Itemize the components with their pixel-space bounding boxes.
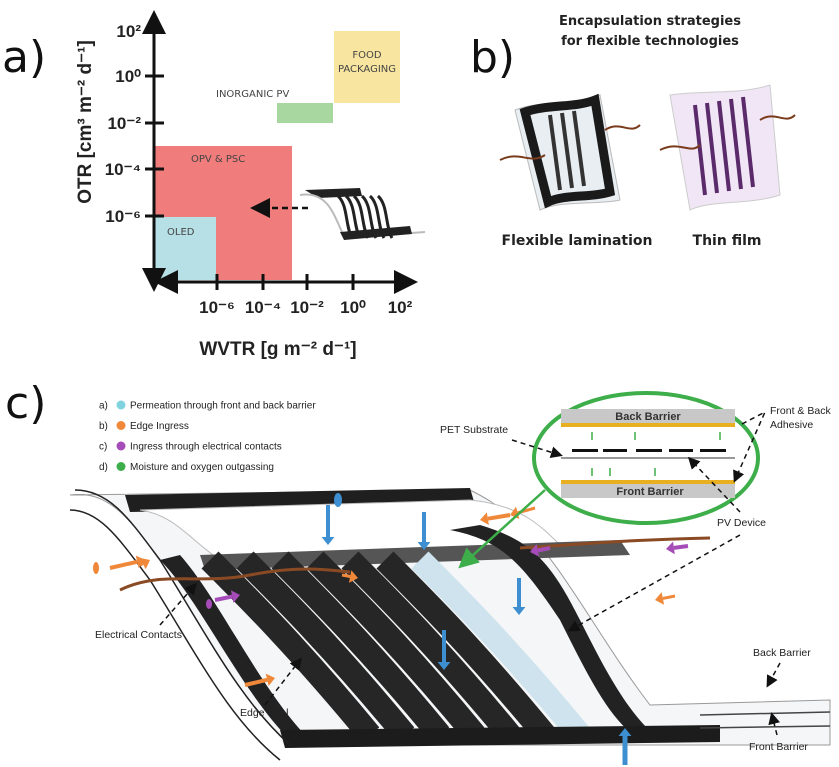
panel-c: c) a) Permeation through front and back b… [5,378,831,765]
region-label-opv-psc: OPV & PSC [191,154,245,165]
panel-a-label: a) [2,32,46,83]
electrical-contact-right [519,536,711,550]
inset-pointer-arrow [458,489,546,569]
flux-arrow-icon [109,555,145,570]
region-label-oled: OLED [167,227,195,238]
pet-substrate-label: PET Substrate [440,424,508,436]
x-tick-label: 10⁻⁴ [245,298,281,317]
x-axis-label: WVTR [g m⁻² d⁻¹] [199,339,356,360]
panel-b-title-line2: for flexible technologies [561,34,739,49]
left-edge-seal [160,555,310,740]
flux-arrow-icon [530,544,551,557]
inset-back-barrier-label: Back Barrier [615,411,681,423]
legend-key: c) [99,442,107,453]
flux-arrow-icon [437,630,451,670]
legend-text: Ingress through electrical contacts [130,442,282,453]
front-barrier-label: Front Barrier [749,741,808,753]
flux-arrow-icon [480,512,511,525]
panel-b-label: b) [470,32,515,83]
y-tick-label: 10⁰ [115,67,141,86]
flux-arrow-icon [666,541,689,555]
pv-stripe [201,551,380,743]
legend-key: a) [99,401,108,412]
region-label-packaging: PACKAGING [338,64,396,75]
region-inorganic-pv [277,103,333,123]
adhesive-label-line2: Adhesive [770,419,813,431]
y-axis-label: OTR [cm³ m⁻² d⁻¹] [75,40,96,204]
legend: a) Permeation through front and back barr… [99,400,316,473]
legend-dot-icon [116,441,126,451]
x-tick-label: 10⁻⁶ [199,298,235,317]
front-adhesive-layer [561,480,735,484]
right-edge-seal [450,525,660,740]
front-edge-seal [280,725,720,748]
thin-film-device-icon [659,84,796,211]
panel-b: b) Encapsulation strategies for flexible… [470,14,796,249]
adhesive-label-line1: Front & Back [770,405,831,417]
legend-text: Moisture and oxygen outgassing [130,462,274,473]
panel-b-title-line1: Encapsulation strategies [559,14,741,29]
y-tick-label: 10⁻² [107,114,141,133]
cross-section-inset: Back Barrier Front Barrier [458,391,760,569]
legend-dot-icon [116,421,126,430]
region-label-food: FOOD [352,50,381,61]
flux-arrow-icon [214,590,240,603]
droplet-icon [334,493,342,507]
flexible-lamination-label: Flexible lamination [502,233,653,249]
pv-stripe [411,551,590,743]
legend-key: d) [99,462,108,473]
thin-film-label: Thin film [693,233,762,249]
back-adhesive-layer [561,423,735,427]
legend-text: Permeation through front and back barrie… [130,401,316,412]
pv-device-label: PV Device [717,517,766,529]
flux-arrow-icon [417,512,431,550]
flux-arrow-icon [512,578,526,615]
back-barrier-layer [561,409,735,423]
panel-a: a) OLED OPV & PSC INORGANIC PV FOOD PACK… [2,10,426,360]
droplet-icon [206,599,212,609]
flux-arrow-icon [244,673,275,687]
legend-key: b) [99,421,108,432]
inset-front-barrier-label: Front Barrier [616,486,684,498]
y-tick-label: 10² [116,22,141,41]
electrical-contact-left [119,567,351,592]
electrical-contacts-label: Electrical Contacts [95,629,182,641]
region-label-inorganic-pv: INORGANIC PV [216,89,289,100]
flux-arrow-icon [655,592,676,605]
pv-stripe [271,551,450,743]
flux-arrow-icon [618,728,632,765]
pet-substrate-layer [561,457,735,459]
device-illustration [69,488,831,765]
front-barrier-layer [561,484,735,498]
flux-arrow-icon [321,505,335,545]
flexible-lamination-device-icon [499,93,641,211]
x-tick-label: 10² [388,298,413,317]
x-tick-label: 10⁰ [340,298,366,317]
back-barrier-label: Back Barrier [753,647,811,659]
device-thumbnail-icon [299,188,426,240]
edge-seal-label: Edge Seal [240,707,288,719]
flux-arrow-icon [341,570,358,583]
pv-cell-stripes [201,551,590,743]
legend-text: Edge Ingress [130,421,189,432]
legend-dot-icon [116,400,126,410]
region-food-packaging [334,31,400,103]
panel-c-label: c) [5,378,46,429]
droplet-icon [93,562,99,574]
pv-stripe [341,551,520,743]
x-tick-label: 10⁻² [290,298,324,317]
y-tick-label: 10⁻⁶ [105,207,141,226]
y-tick-label: 10⁻⁴ [105,160,141,179]
legend-dot-icon [116,462,126,471]
pv-stripe [376,551,555,743]
pv-stripe [306,551,485,743]
pv-stripe [236,551,415,743]
